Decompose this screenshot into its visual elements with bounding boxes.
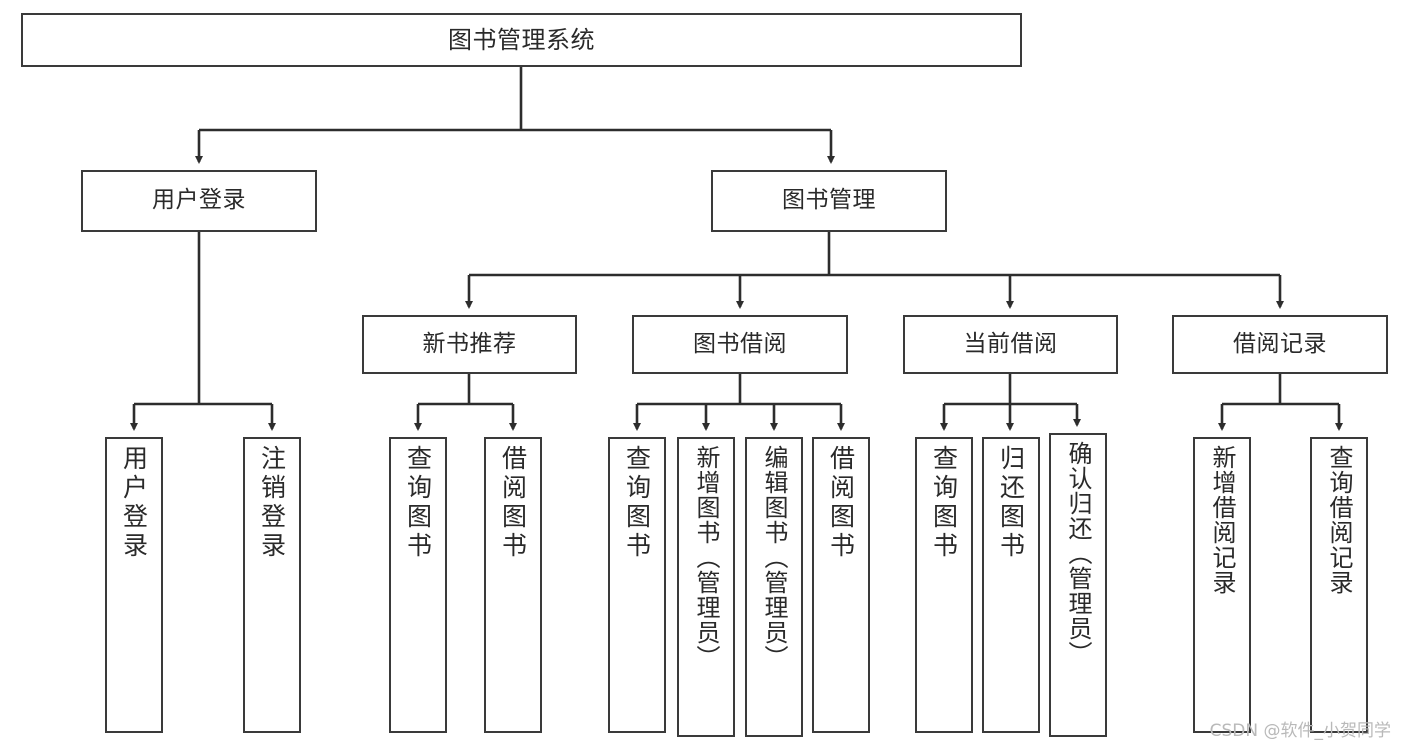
- node-root-system[interactable]: 图书管理系统: [21, 13, 1022, 67]
- node-label: 用户登录: [119, 445, 149, 561]
- node-book-management[interactable]: 图书管理: [711, 170, 947, 232]
- leaf-record-add-record[interactable]: 新增借阅记录: [1193, 437, 1251, 733]
- node-label: 借阅图书: [826, 445, 856, 561]
- node-label: 新书推荐: [422, 330, 517, 357]
- leaf-current-confirm-return-admin[interactable]: 确认归还（管理员）: [1049, 433, 1107, 737]
- leaf-current-return-book[interactable]: 归还图书: [982, 437, 1040, 733]
- node-label: 图书管理系统: [448, 25, 595, 54]
- node-current-borrow[interactable]: 当前借阅: [903, 315, 1118, 374]
- node-book-borrow[interactable]: 图书借阅: [632, 315, 848, 374]
- leaf-user-login[interactable]: 用户登录: [105, 437, 163, 733]
- leaf-recommend-borrow-book[interactable]: 借阅图书: [484, 437, 542, 733]
- node-label: 图书借阅: [693, 330, 787, 357]
- node-user-login[interactable]: 用户登录: [81, 170, 317, 232]
- node-label: 查询图书: [622, 445, 652, 561]
- node-label: 新增图书（管理员）: [692, 445, 720, 670]
- leaf-borrow-add-book-admin[interactable]: 新增图书（管理员）: [677, 437, 735, 737]
- node-label: 编辑图书（管理员）: [760, 445, 788, 670]
- node-borrow-record[interactable]: 借阅记录: [1172, 315, 1388, 374]
- node-label: 当前借阅: [963, 330, 1058, 357]
- leaf-record-query-record[interactable]: 查询借阅记录: [1310, 437, 1368, 733]
- node-label: 借阅记录: [1233, 330, 1327, 357]
- leaf-borrow-query-book[interactable]: 查询图书: [608, 437, 666, 733]
- node-label: 查询图书: [403, 445, 433, 561]
- node-label: 注销登录: [257, 445, 287, 561]
- node-label: 查询图书: [929, 445, 959, 561]
- node-label: 借阅图书: [498, 445, 528, 561]
- node-label: 用户登录: [152, 187, 246, 214]
- leaf-current-query-book[interactable]: 查询图书: [915, 437, 973, 733]
- node-label: 新增借阅记录: [1208, 445, 1236, 595]
- node-label: 图书管理: [782, 187, 876, 214]
- node-label: 归还图书: [996, 445, 1026, 561]
- leaf-user-logout[interactable]: 注销登录: [243, 437, 301, 733]
- watermark-text: CSDN @软件_小贺同学: [1209, 721, 1391, 741]
- leaf-borrow-borrow-book[interactable]: 借阅图书: [812, 437, 870, 733]
- leaf-borrow-edit-book-admin[interactable]: 编辑图书（管理员）: [745, 437, 803, 737]
- leaf-recommend-query-book[interactable]: 查询图书: [389, 437, 447, 733]
- node-new-book-recommend[interactable]: 新书推荐: [362, 315, 577, 374]
- node-label: 查询借阅记录: [1325, 445, 1353, 595]
- node-label: 确认归还（管理员）: [1064, 441, 1092, 666]
